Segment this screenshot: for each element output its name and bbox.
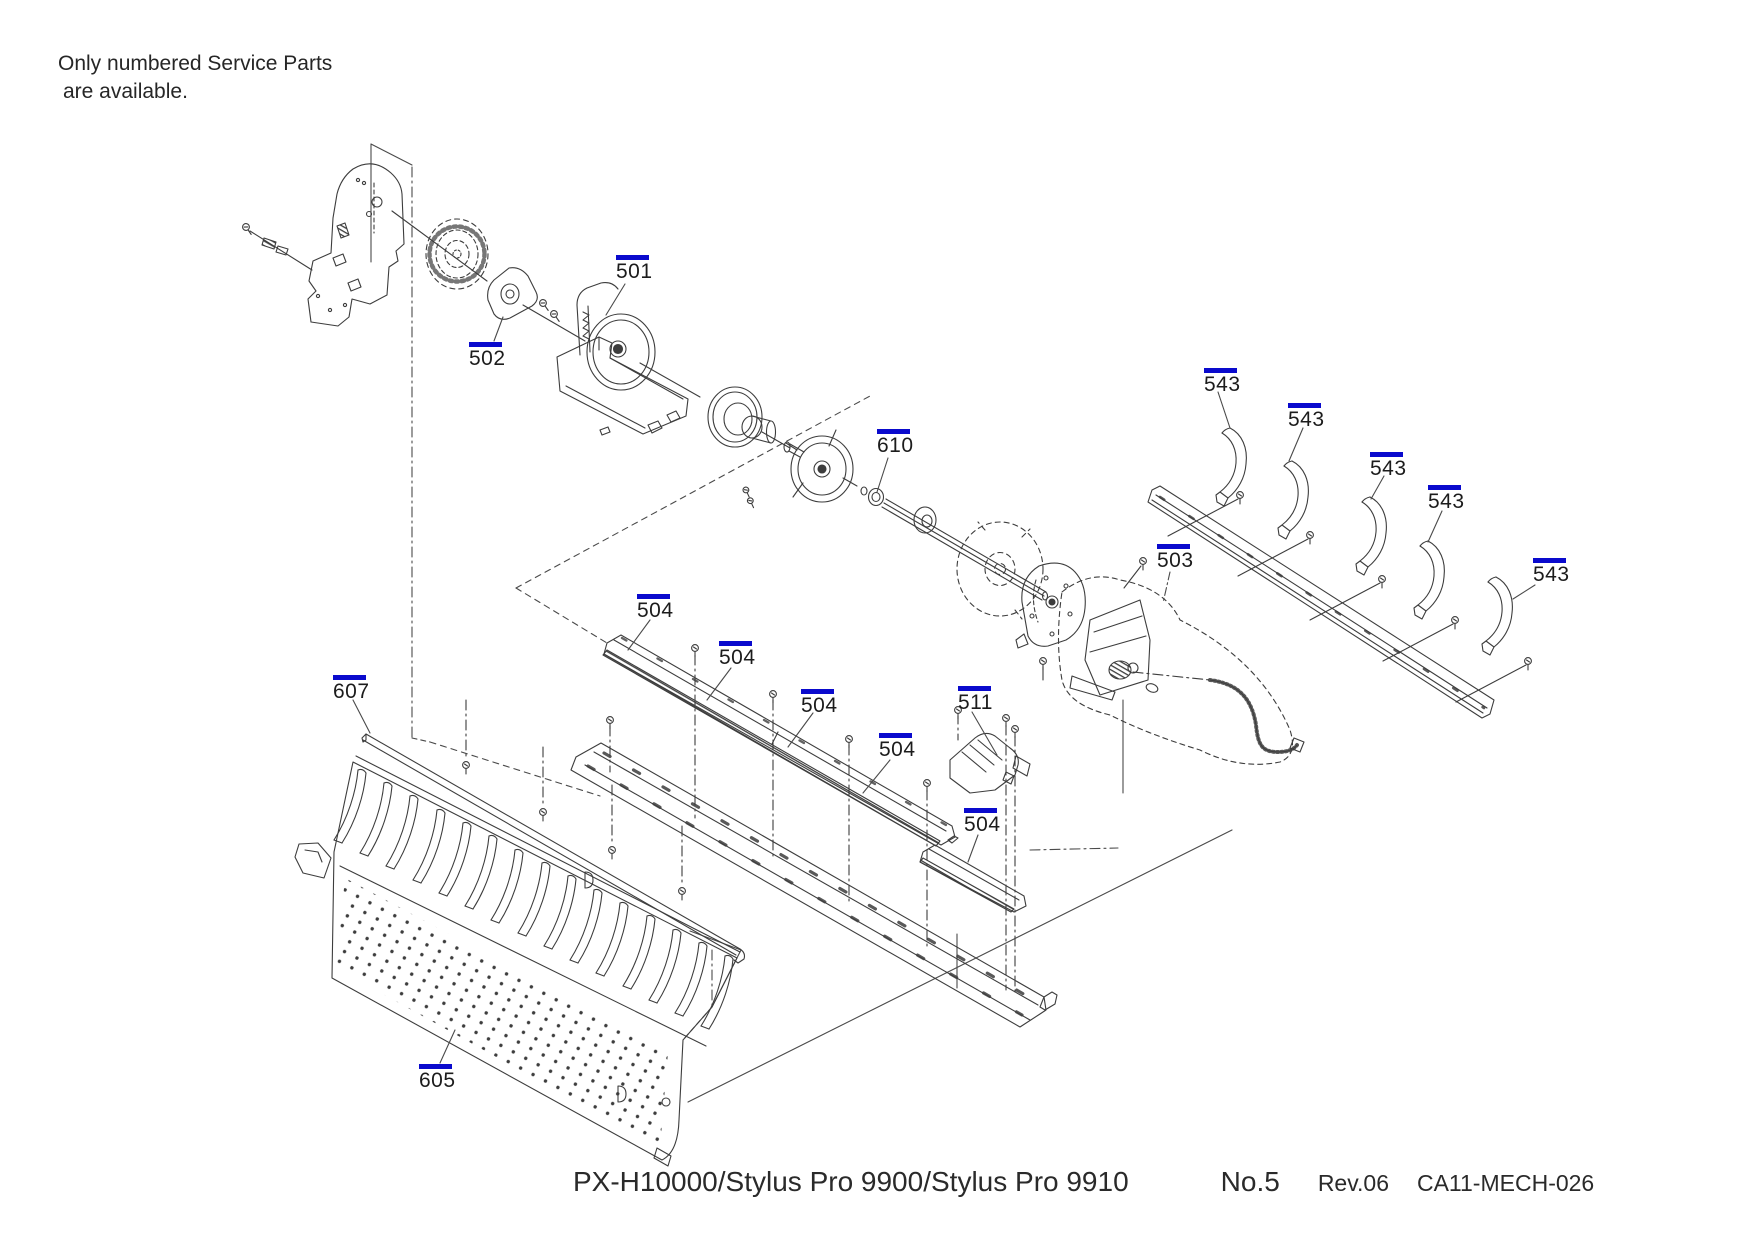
spindle-hub — [741, 430, 857, 510]
rail-607 — [362, 734, 745, 963]
callout-bar — [879, 733, 912, 738]
part-callout-504: 504 — [637, 594, 674, 622]
footer-document-code: CA11-MECH-026 — [1416, 1170, 1595, 1196]
part-number: 503 — [1157, 549, 1194, 572]
part-callout-543: 543 — [1288, 403, 1325, 431]
part-number: 610 — [877, 434, 914, 457]
cover-plate-screws — [240, 221, 312, 270]
part-number: 504 — [879, 738, 916, 761]
part-callout-504: 504 — [719, 641, 756, 669]
note-line-2: are available. — [63, 80, 188, 103]
callout-bar — [1288, 403, 1321, 408]
hub-610 — [861, 487, 884, 506]
callout-bar — [419, 1064, 452, 1069]
part-callout-543: 543 — [1533, 558, 1570, 586]
part-number: 511 — [958, 691, 993, 714]
callout-bar — [1370, 452, 1403, 457]
part-callout-543: 543 — [1204, 368, 1241, 396]
part-number: 607 — [333, 680, 370, 703]
end-disc-plate — [1016, 563, 1085, 648]
part-callout-502: 502 — [469, 342, 506, 370]
note-text: Only numbered Service Parts are availabl… — [58, 50, 332, 106]
part-number: 504 — [637, 599, 674, 622]
part-number: 543 — [1204, 373, 1241, 396]
part-callout-543: 543 — [1428, 485, 1465, 513]
roll-holder-501 — [557, 283, 700, 435]
part-callout-501: 501 — [616, 255, 653, 283]
callout-bar — [1204, 368, 1237, 373]
paper-guide-543-set — [1168, 427, 1532, 702]
part-number: 605 — [419, 1069, 456, 1092]
footer-sheet-number: No.5 — [1220, 1166, 1280, 1197]
part-callout-543: 543 — [1370, 452, 1407, 480]
construction-lines — [371, 144, 1232, 1102]
rail-504-main — [603, 635, 958, 846]
part-number: 543 — [1533, 563, 1570, 586]
mounting-screws — [462, 644, 1019, 996]
part-callout-504: 504 — [801, 689, 838, 717]
ghost-flange-disc — [957, 522, 1043, 619]
note-line-1: Only numbered Service Parts — [58, 52, 333, 75]
callout-leaders — [353, 284, 1535, 1063]
holder-assembly-503 — [1013, 557, 1304, 776]
part-number: 504 — [964, 813, 1001, 836]
spindle-shaft — [882, 499, 1048, 600]
part-callout-504: 504 — [879, 733, 916, 761]
part-number: 543 — [1428, 490, 1465, 513]
callout-bar — [964, 808, 997, 813]
part-callout-607: 607 — [333, 675, 370, 703]
part-callout-511: 511 — [958, 686, 993, 714]
part-callout-610: 610 — [877, 429, 914, 457]
callout-bar — [469, 342, 502, 347]
footer-model-names: PX-H10000/Stylus Pro 9900/Stylus Pro 991… — [573, 1166, 1129, 1197]
callout-bar — [333, 675, 366, 680]
part-callout-605: 605 — [419, 1064, 456, 1092]
callout-bar — [1428, 485, 1461, 490]
part-number: 504 — [719, 646, 756, 669]
part-number: 502 — [469, 347, 506, 370]
flanged-roller — [708, 387, 790, 448]
part-number: 501 — [616, 260, 653, 283]
cover-plate — [308, 164, 487, 326]
callout-bar — [616, 255, 649, 260]
gear-disc-ghost — [426, 219, 488, 289]
bracket-511 — [950, 706, 1018, 793]
part-callout-503: 503 — [1157, 544, 1194, 572]
part-number: 504 — [801, 694, 838, 717]
callout-bar — [1157, 544, 1190, 549]
callout-bar — [1533, 558, 1566, 563]
callout-bar — [719, 641, 752, 646]
callout-bar — [958, 686, 991, 691]
plate-502 — [488, 268, 585, 341]
footer-revision: Rev.06 — [1317, 1170, 1389, 1196]
callout-bar — [637, 594, 670, 599]
callout-bar — [801, 689, 834, 694]
part-callout-504: 504 — [964, 808, 1001, 836]
rail-504-short — [920, 845, 1026, 912]
paper-guide-plate-605 — [332, 756, 740, 1166]
part-number: 543 — [1370, 457, 1407, 480]
part-number: 543 — [1288, 408, 1325, 431]
support-bar — [295, 743, 1057, 1027]
callout-bar — [877, 429, 910, 434]
guide-rail — [1148, 486, 1494, 718]
footer: PX-H10000/Stylus Pro 9900/Stylus Pro 991… — [573, 1166, 1594, 1198]
